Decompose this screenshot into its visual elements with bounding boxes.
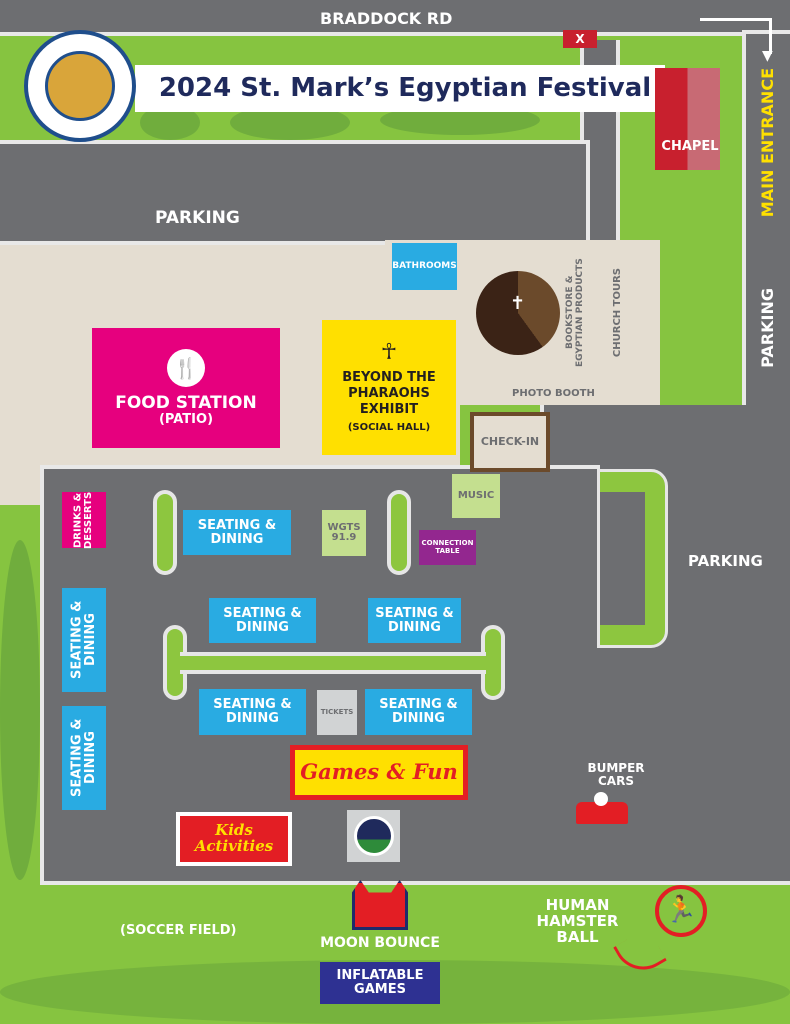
tree-cluster: [0, 540, 40, 880]
food-station-title: FOOD STATION: [115, 393, 257, 414]
beyond-the-pharaohs-exhibit: ☥ BEYOND THE PHARAOHS EXHIBIT (SOCIAL HA…: [322, 320, 456, 455]
parking-label-right-road: PARKING: [758, 288, 777, 368]
seating-dining: SEATING & DINING: [62, 588, 106, 692]
cross-glyph: ✝: [510, 293, 526, 314]
games-and-fun: Games & Fun: [290, 745, 468, 800]
food-station: 🍴 FOOD STATION (PATIO): [92, 328, 280, 448]
bumper-cars-label: BUMPER CARS: [587, 761, 645, 788]
chapel-label: CHAPEL: [661, 139, 719, 154]
school-logo-emblem: [353, 816, 394, 856]
island-bracket: [597, 469, 668, 648]
photo-booth-label: PHOTO BOOTH: [512, 388, 595, 399]
exit-marker: X: [563, 30, 597, 48]
island: [387, 490, 411, 575]
seating-dining: SEATING & DINING: [368, 598, 461, 643]
island-crossbar: [180, 652, 486, 674]
utensils-icon: 🍴: [167, 349, 205, 388]
island: [153, 490, 177, 575]
title-banner: 2024 St. Mark’s Egyptian Festival: [135, 65, 665, 112]
drinks-desserts: DRINKS & DESSERTS: [62, 491, 106, 549]
church-tours-label: CHURCH TOURS: [612, 268, 623, 358]
inflatable-games: INFLATABLE GAMES: [320, 962, 440, 1004]
chapel: [655, 68, 720, 170]
moon-bounce-label: MOON BOUNCE: [320, 935, 440, 951]
bumper-car-driver: [594, 792, 608, 806]
page-title: 2024 St. Mark’s Egyptian Festival: [158, 72, 652, 103]
moon-bounce-icon: [352, 880, 408, 930]
parking-label-top: PARKING: [155, 208, 240, 228]
bumper-car-icon: [576, 792, 628, 824]
right-road: [742, 30, 790, 430]
main-lot: [40, 465, 600, 885]
pharaohs-exhibit-subtitle: (SOCIAL HALL): [347, 422, 431, 434]
human-hamster-ball-label: HUMAN HAMSTER BALL: [536, 896, 619, 946]
entrance-arrow-icon: [700, 18, 772, 54]
seating-dining: SEATING & DINING: [183, 510, 291, 555]
nefertiti-ankh-icon: ☥: [380, 340, 398, 366]
braddock-road: [0, 0, 790, 36]
top-parking-lot: [0, 140, 590, 245]
school-logo: [347, 810, 400, 862]
seating-dining: SEATING & DINING: [199, 689, 306, 735]
hamster-ball-icon: 🏃: [655, 885, 707, 937]
pharaohs-exhibit-title: BEYOND THE PHARAOHS EXHIBIT: [342, 370, 436, 417]
tickets-booth: TICKETS: [317, 690, 357, 735]
kids-activities: Kids Activities: [176, 812, 292, 866]
music-booth: MUSIC: [452, 474, 500, 518]
arrow-head-icon: ▼: [762, 48, 773, 64]
main-entrance-label: MAIN ENTRANCE: [758, 68, 777, 218]
braddock-road-label: BRADDOCK RD: [320, 9, 453, 28]
seating-dining: SEATING & DINING: [365, 689, 472, 735]
church-cross-icon: ✝: [476, 271, 560, 355]
soccer-field-label: (SOCCER FIELD): [120, 923, 237, 938]
bookstore-label: BOOKSTORE & EGYPTIAN PRODUCTS: [565, 258, 585, 367]
check-in: CHECK-IN: [470, 412, 550, 472]
parking-label-east: PARKING: [688, 552, 763, 570]
seating-dining: SEATING & DINING: [62, 706, 106, 810]
church-logo-emblem: [45, 51, 115, 121]
connection-table: CONNECTION TABLE: [419, 530, 476, 565]
church-logo: [24, 30, 136, 142]
bathrooms: BATHROOMS: [392, 243, 457, 290]
wgts-booth: WGTS 91.9: [322, 510, 366, 556]
food-station-subtitle: (PATIO): [158, 412, 214, 428]
seating-dining: SEATING & DINING: [209, 598, 316, 643]
